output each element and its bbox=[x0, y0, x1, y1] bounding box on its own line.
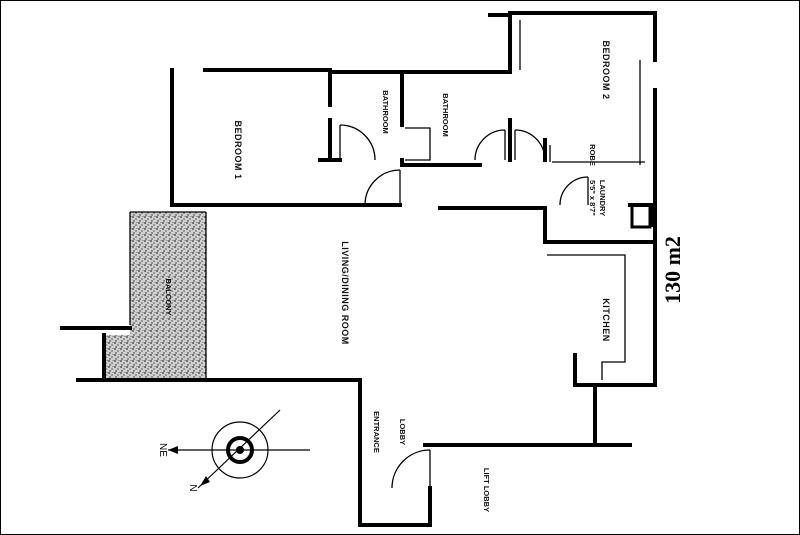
laundry-size-label: 5'5" x 8'7" bbox=[588, 180, 597, 216]
walls bbox=[60, 11, 657, 527]
laundry-label: LAUNDRY bbox=[598, 180, 607, 216]
balcony-lower-area bbox=[104, 335, 134, 378]
bedroom1-label: BEDROOM 1 bbox=[233, 120, 243, 179]
compass-icon bbox=[168, 409, 310, 489]
living-label: LIVING/DINING ROOM bbox=[340, 241, 350, 345]
area-label: 130 m2 bbox=[660, 236, 685, 304]
robe-label: ROBE bbox=[588, 144, 597, 166]
bathroom2-label: BATHROOM bbox=[441, 93, 450, 137]
compass-ne-label: NE bbox=[157, 443, 168, 457]
compass-n-label: N bbox=[187, 484, 198, 491]
lobby-label: LOBBY bbox=[398, 419, 407, 445]
bedroom2-label: BEDROOM 2 bbox=[601, 40, 611, 99]
balcony-area bbox=[130, 212, 206, 378]
entrance-label: ENTRANCE bbox=[372, 411, 381, 453]
thin-lines bbox=[129, 20, 652, 380]
bathroom1-label: BATHROOM bbox=[381, 90, 390, 134]
door-swings bbox=[339, 124, 589, 489]
lift-lobby-label: LIFT LOBBY bbox=[482, 468, 491, 512]
kitchen-label: KITCHEN bbox=[601, 298, 611, 342]
balcony-label: BALCONY bbox=[164, 278, 173, 315]
